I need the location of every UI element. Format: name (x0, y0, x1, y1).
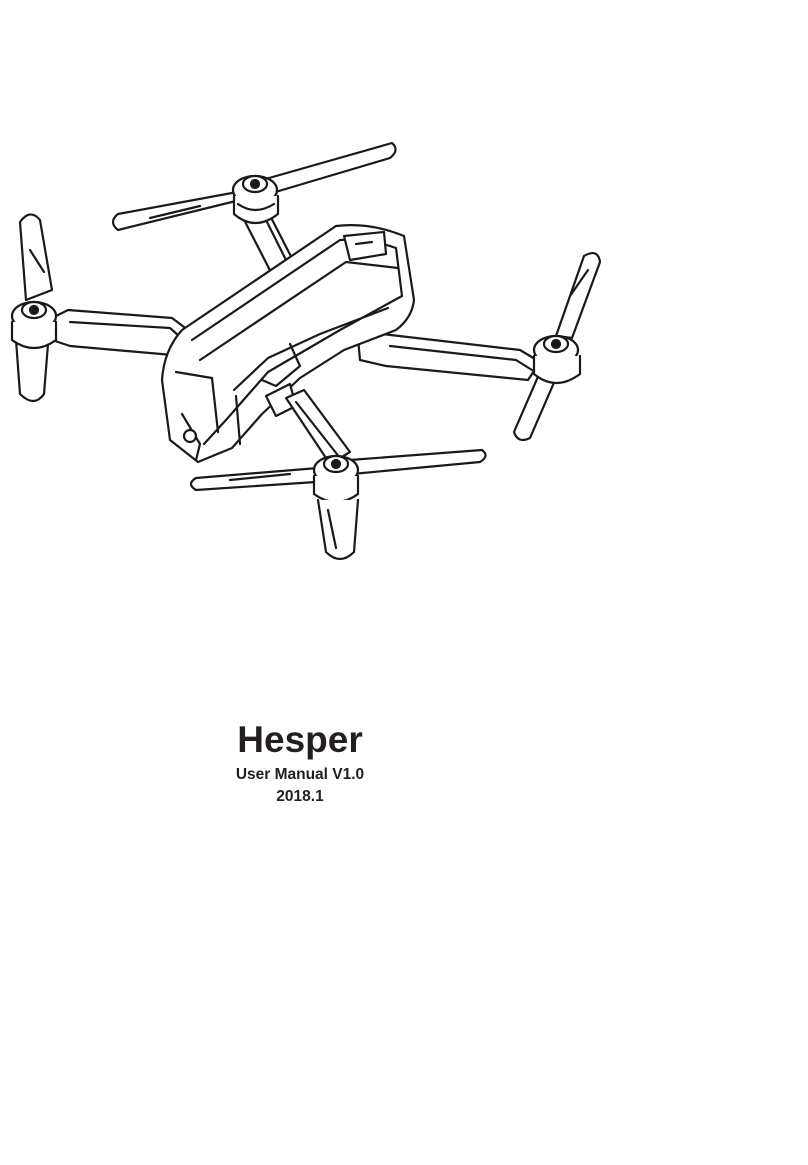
front-left-motor (12, 302, 56, 348)
rear-right-arm (358, 334, 540, 380)
release-date: 2018.1 (180, 786, 420, 808)
drone-illustration (0, 130, 620, 580)
rear-right-motor (534, 336, 580, 383)
front-right-arm (286, 390, 350, 464)
manual-version: User Manual V1.0 (180, 764, 420, 786)
drone-line-drawing-icon (0, 130, 620, 580)
product-name: Hesper (180, 718, 420, 762)
rear-left-motor (233, 176, 278, 223)
front-right-motor (314, 456, 358, 559)
cover-title-block: Hesper User Manual V1.0 2018.1 (180, 718, 420, 808)
